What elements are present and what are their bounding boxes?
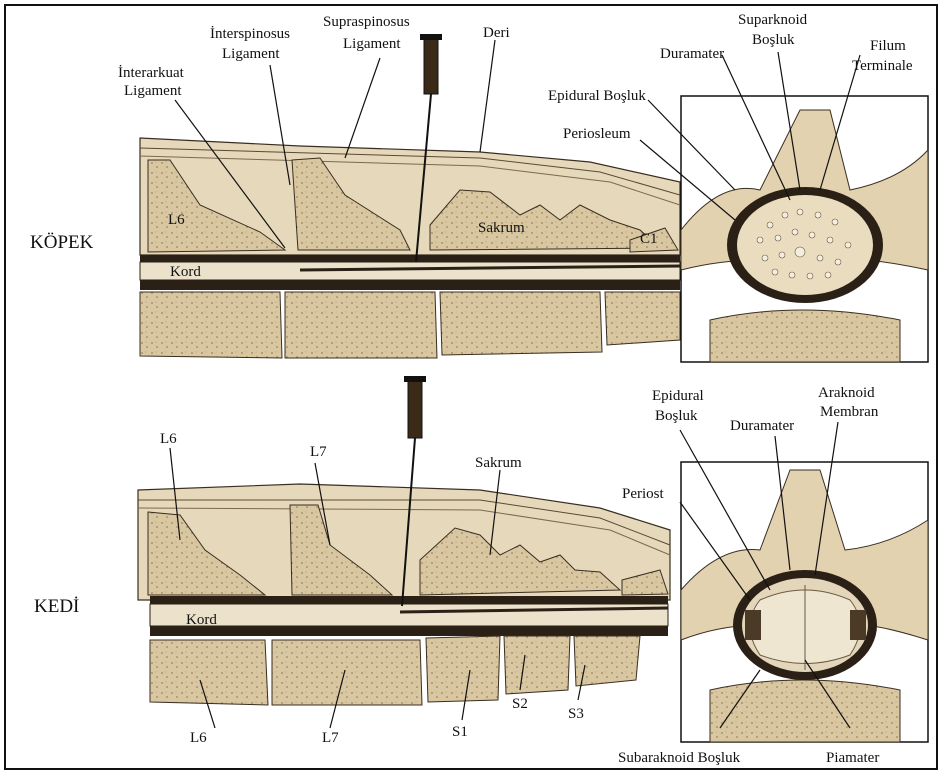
label-supraspinosus-1: Supraspinosus: [323, 14, 410, 30]
label-supraspinosus-2: Ligament: [343, 36, 401, 52]
label-duramater-dog: Duramater: [660, 46, 724, 62]
label-suparknoid-1: Suparknoid: [738, 12, 808, 28]
label-subaraknoid: Subaraknoid Boşluk: [618, 750, 741, 766]
cat-sagittal-section: [138, 484, 670, 705]
label-epidural-cat-1: Epidural: [652, 388, 704, 404]
species-label-cat: KEDİ: [34, 596, 79, 617]
label-periosleum: Periosleum: [563, 126, 631, 142]
label-s1: S1: [452, 724, 468, 740]
label-l6-cat-top: L6: [160, 431, 177, 447]
species-label-dog: KÖPEK: [30, 232, 94, 253]
label-epidural-dog: Epidural Boşluk: [548, 88, 646, 104]
label-c1: C1: [640, 231, 658, 247]
cat-cross-section: [681, 462, 928, 742]
label-araknoid-2: Membran: [820, 404, 879, 420]
label-interspinosus-1: İnterspinosus: [210, 26, 290, 42]
label-l6-cat-bottom: L6: [190, 730, 207, 746]
label-kord-cat: Kord: [186, 612, 217, 628]
label-l6-dog: L6: [168, 212, 185, 228]
label-interarkuat-1: İnterarkuat: [118, 65, 185, 81]
label-deri: Deri: [483, 25, 510, 41]
label-duramater-cat: Duramater: [730, 418, 794, 434]
label-sakrum-dog: Sakrum: [478, 220, 525, 236]
label-s2: S2: [512, 696, 528, 712]
dog-sagittal-section: [140, 138, 680, 358]
label-l7-cat-top: L7: [310, 444, 327, 460]
label-suparknoid-2: Boşluk: [752, 32, 795, 48]
label-s3: S3: [568, 706, 584, 722]
label-piamater: Piamater: [826, 750, 879, 766]
label-l7-cat-bottom: L7: [322, 730, 339, 746]
label-filum-1: Filum: [870, 38, 906, 54]
label-interarkuat-2: Ligament: [124, 83, 182, 99]
dog-cross-section: [681, 96, 928, 362]
label-interspinosus-2: Ligament: [222, 46, 280, 62]
label-araknoid-1: Araknoid: [818, 385, 875, 401]
label-sakrum-cat: Sakrum: [475, 455, 522, 471]
label-epidural-cat-2: Boşluk: [655, 408, 698, 424]
label-periost: Periost: [622, 486, 665, 502]
label-kord-dog: Kord: [170, 264, 201, 280]
label-filum-2: Terminale: [852, 58, 913, 74]
